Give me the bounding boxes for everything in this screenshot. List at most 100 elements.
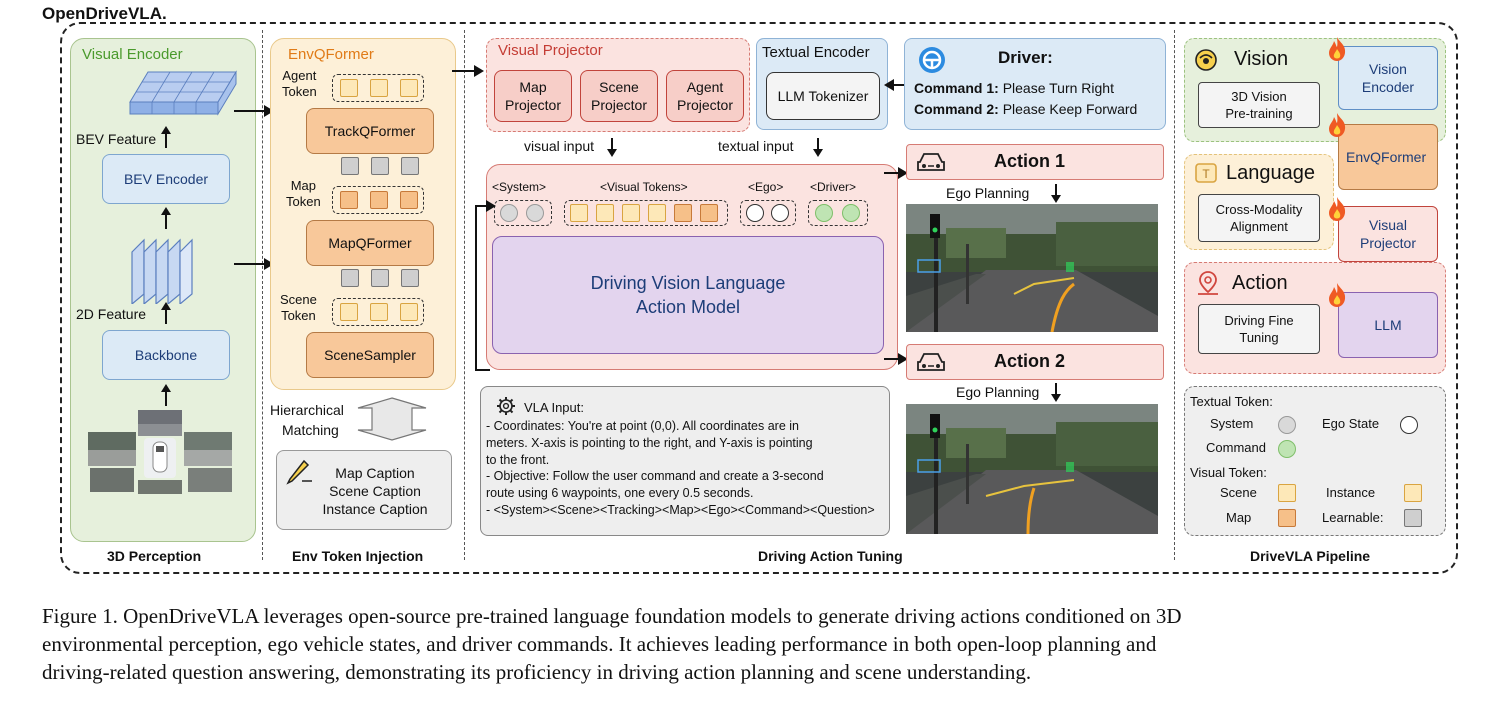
envqformer-title: EnvQFormer	[288, 46, 374, 63]
arrow-down-icon	[1051, 383, 1061, 402]
vision-encoder-line2: Encoder	[1361, 79, 1415, 95]
bev-feature-label: BEV Feature	[76, 131, 157, 147]
backbone-box: Backbone	[102, 330, 230, 380]
visual-projector-title: Visual Projector	[498, 42, 603, 59]
legend-system-swatch	[1278, 416, 1296, 434]
llm-box: LLM	[1338, 292, 1438, 358]
agent-projector-box: Agent Projector	[666, 70, 744, 122]
legend-command: Command	[1206, 440, 1266, 455]
fire-icon	[1329, 283, 1346, 307]
visual-token	[622, 204, 640, 222]
map-token	[400, 191, 418, 209]
driver-title: Driver:	[998, 48, 1053, 67]
map-projector-box: Map Projector	[494, 70, 572, 122]
learnable-token	[341, 157, 359, 175]
car-icon	[917, 153, 945, 171]
learnable-token	[371, 269, 389, 287]
agent-token-group	[332, 74, 424, 102]
map-projector-line2: Projector	[504, 97, 562, 113]
gear-icon	[497, 397, 515, 415]
arrow-right-icon	[234, 105, 274, 117]
vla-model-box: Driving Vision Language Action Model	[492, 236, 884, 354]
agent-projector-line1: Agent	[686, 79, 724, 95]
driver-token-group	[808, 200, 868, 226]
envqformer-pipeline-box	[1338, 124, 1438, 190]
arrow-up-icon	[161, 302, 171, 324]
hier-line1: Hierarchical	[270, 402, 344, 418]
visual-projector-pipeline-box: Visual Projector	[1338, 206, 1438, 262]
outer-frame	[60, 22, 1458, 574]
map-token-label: Map Token	[286, 178, 321, 210]
legend-command-swatch	[1278, 440, 1296, 458]
fine-tuning-line1: Driving Fine	[1224, 313, 1294, 328]
figure-caption: Figure 1. OpenDriveVLA leverages open-so…	[42, 602, 1458, 686]
section-drivevla-pipeline: DriveVLA Pipeline	[1250, 548, 1371, 564]
visual-token	[700, 204, 718, 222]
scene-projector-line2: Projector	[590, 97, 648, 113]
2d-feature-label: 2D Feature	[76, 306, 147, 322]
legend-box	[1184, 386, 1446, 536]
action-2-label: Action 2	[994, 351, 1066, 371]
agent-token	[370, 79, 388, 97]
legend-map-swatch	[1278, 509, 1296, 527]
model-name-line2: Action Model	[635, 297, 741, 317]
arrow-right-icon	[452, 65, 484, 77]
agent-token-label: Agent Token	[282, 68, 317, 100]
scene-token-line1: Scene	[280, 292, 317, 307]
agent-projector-line2: Projector	[676, 97, 734, 113]
double-arrow-icon	[357, 397, 427, 441]
multi-view-cameras-image	[88, 410, 232, 494]
scene-token	[400, 303, 418, 321]
steering-wheel-icon	[919, 47, 945, 73]
separator-3	[1174, 30, 1175, 560]
map-projector-line1: Map	[519, 79, 547, 95]
model-name-line1: Driving Vision Language	[590, 273, 786, 293]
agent-token-line1: Agent	[282, 68, 317, 83]
arrow-right-icon	[884, 353, 908, 365]
action-1-label: Action 1	[994, 151, 1066, 171]
scene-caption: Scene Caption	[329, 483, 421, 499]
legend-textual-token: Textual Token:	[1190, 394, 1273, 409]
legend-visual-token: Visual Token:	[1190, 465, 1267, 480]
arrow-right-icon	[234, 258, 274, 270]
legend-ego-swatch	[1400, 416, 1418, 434]
caption-line: driving-related question answering, demo…	[42, 660, 1032, 684]
legend-ego-state: Ego State	[1322, 416, 1380, 431]
scene-token-group	[332, 298, 424, 326]
fine-tuning-line2: Tuning	[1239, 330, 1279, 345]
scene-token-line2: Token	[281, 308, 316, 323]
vision-pretrain-line2: Pre-training	[1225, 106, 1293, 121]
system-token-group	[494, 200, 552, 226]
bev-encoder-box: BEV Encoder	[102, 154, 230, 204]
textual-input-label: textual input	[718, 138, 794, 154]
arrow-up-icon	[161, 126, 171, 148]
vla-input-line: to the front.	[486, 452, 550, 467]
ego-planning-label: Ego Planning	[956, 384, 1040, 400]
location-pin-icon	[1198, 271, 1218, 295]
action-2-box	[906, 344, 1164, 380]
hierarchical-matching-label: Hierarchical Matching	[270, 400, 344, 440]
learnable-token	[341, 269, 359, 287]
arrow-down-icon	[607, 138, 617, 157]
map-token	[340, 191, 358, 209]
fire-icon	[1329, 197, 1346, 221]
scene-token	[340, 303, 358, 321]
command-2: Command 2: Please Keep Forward	[914, 101, 1137, 117]
instance-caption: Instance Caption	[322, 501, 428, 517]
vla-input-text: - Coordinates: You're at point (0,0). Al…	[486, 418, 875, 519]
mapqformer-box: MapQFormer	[306, 220, 434, 266]
learnable-token	[401, 269, 419, 287]
action-title: Action	[1232, 272, 1288, 294]
hier-line2: Matching	[282, 422, 339, 438]
arrow-down-icon	[813, 138, 823, 157]
visual-token	[648, 204, 666, 222]
section-3d-perception: 3D Perception	[107, 548, 202, 564]
system-token	[500, 204, 518, 222]
visual-token	[674, 204, 692, 222]
pencil-icon	[286, 459, 312, 485]
fire-icon	[1329, 37, 1346, 61]
ego-token-label: <Ego>	[748, 180, 784, 194]
separator-2	[464, 30, 465, 560]
language-icon: T	[1195, 163, 1217, 183]
scene-projector-line1: Scene	[599, 79, 639, 95]
